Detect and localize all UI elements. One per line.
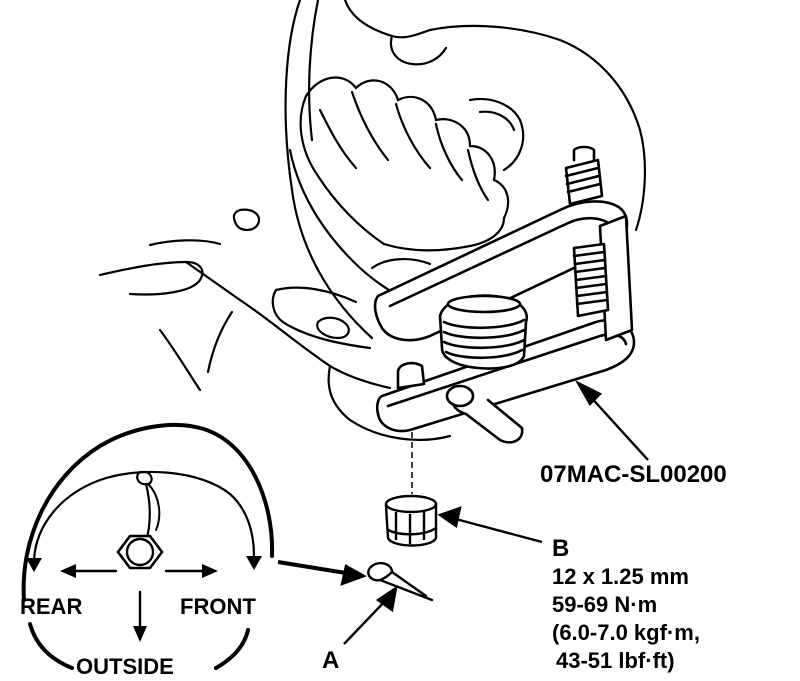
tool-part-number-label: 07MAC-SL00200 — [540, 461, 727, 488]
castle-nut-b — [384, 494, 438, 547]
direction-rear-label: REAR — [20, 594, 82, 619]
nut-size-spec: 12 x 1.25 mm — [552, 564, 689, 589]
nut-torque-nm: 59-69 N·m — [552, 592, 657, 617]
cv-joint-boot — [299, 76, 525, 270]
knuckle-and-body-outline — [98, 0, 646, 441]
nut-torque-lbfft: 43-51 lbf·ft) — [556, 648, 675, 673]
direction-front-label: FRONT — [180, 594, 256, 619]
callout-a-label: A — [322, 647, 339, 674]
leader-arrows — [277, 380, 649, 645]
cotter-pin-a — [367, 561, 434, 602]
ball-joint-remover-tool — [373, 145, 636, 444]
orientation-inset — [21, 422, 275, 670]
callout-b-label: B — [552, 535, 569, 562]
nut-torque-kgfm: (6.0-7.0 kgf·m, — [552, 620, 700, 645]
direction-outside-label: OUTSIDE — [76, 654, 174, 679]
